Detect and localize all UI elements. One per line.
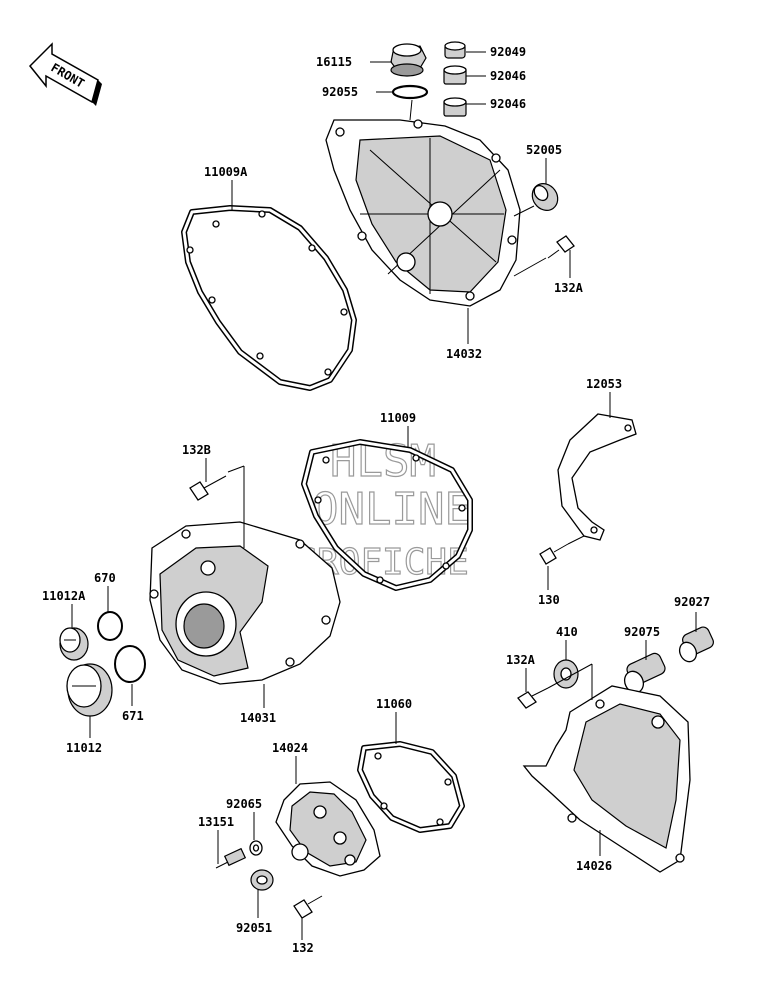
label-12053: 12053	[586, 377, 622, 391]
watermark-line-2: ONLINE	[312, 484, 471, 535]
part-671-o-ring[interactable]	[114, 645, 146, 683]
label-14031: 14031	[240, 711, 276, 725]
label-16115: 16115	[316, 55, 352, 69]
part-11060-gasket[interactable]	[357, 741, 465, 833]
part-92046-bearing-b[interactable]	[443, 97, 467, 117]
part-132A-bolt-top[interactable]	[547, 235, 575, 259]
label-92046b: 92046	[490, 97, 526, 111]
label-14026: 14026	[576, 859, 612, 873]
front-arrow-icon: FRONT	[28, 42, 102, 106]
part-92075-spacer[interactable]	[621, 651, 667, 695]
label-52005: 52005	[526, 143, 562, 157]
part-11012A-plug[interactable]	[59, 627, 89, 661]
part-92049-seal[interactable]	[444, 41, 466, 59]
label-11012A: 11012A	[42, 589, 86, 603]
label-410: 410	[556, 625, 578, 639]
part-92065-washer[interactable]	[249, 840, 263, 856]
label-92051: 92051	[236, 921, 272, 935]
label-11009A: 11009A	[204, 165, 248, 179]
label-11060: 11060	[376, 697, 412, 711]
part-12053-guide[interactable]	[557, 413, 637, 541]
label-92065: 92065	[226, 797, 262, 811]
label-92046a: 92046	[490, 69, 526, 83]
part-132A-bolt-bottom[interactable]	[517, 687, 549, 709]
part-92055-o-ring[interactable]	[391, 84, 429, 100]
label-671: 671	[122, 709, 144, 723]
label-92027: 92027	[674, 595, 710, 609]
part-132B-bolt[interactable]	[189, 475, 227, 501]
leader-lines	[71, 51, 697, 940]
part-11012-plug[interactable]	[66, 663, 113, 717]
part-14031-generator-cover[interactable]	[149, 521, 341, 685]
label-13151: 13151	[198, 815, 234, 829]
part-92046-bearing-a[interactable]	[443, 65, 467, 85]
label-132B: 132B	[182, 443, 211, 457]
part-14024-cover[interactable]	[275, 781, 381, 877]
part-labels: 16115 92055 92049 92046 92046 11009A 520…	[42, 45, 710, 955]
label-14032: 14032	[446, 347, 482, 361]
label-14024: 14024	[272, 741, 308, 755]
part-92027-bushing[interactable]	[677, 625, 716, 664]
label-132A-bottom: 132A	[506, 653, 536, 667]
part-52005[interactable]	[527, 179, 563, 216]
part-13151-screw[interactable]	[215, 847, 247, 869]
label-92055: 92055	[322, 85, 358, 99]
label-11012: 11012	[66, 741, 102, 755]
label-92049: 92049	[490, 45, 526, 59]
label-670: 670	[94, 571, 116, 585]
part-11009-gasket[interactable]	[301, 439, 473, 591]
label-92075: 92075	[624, 625, 660, 639]
part-11009A-gasket[interactable]	[181, 205, 357, 391]
part-16115-filler-cap[interactable]	[390, 43, 427, 77]
label-132: 132	[292, 941, 314, 955]
part-670-o-ring[interactable]	[97, 611, 123, 641]
part-92051-seal[interactable]	[250, 869, 274, 891]
part-14026-sprocket-cover[interactable]	[522, 685, 691, 873]
part-14032-clutch-cover[interactable]	[325, 119, 521, 307]
label-11009: 11009	[380, 411, 416, 425]
part-132-bolt[interactable]	[293, 895, 323, 919]
label-132A-top: 132A	[554, 281, 584, 295]
label-130: 130	[538, 593, 560, 607]
part-130-bolt[interactable]	[539, 543, 569, 565]
